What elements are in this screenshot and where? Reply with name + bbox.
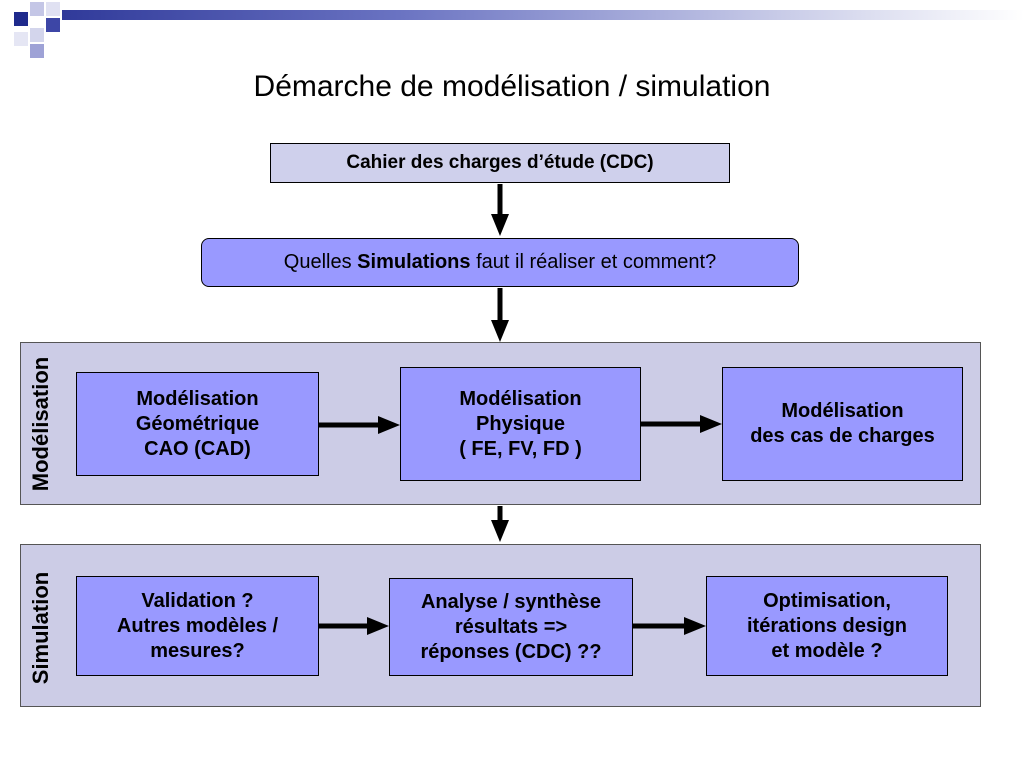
decor-square [14,32,28,46]
question-text: Quelles Simulations faut il réaliser et … [284,250,716,275]
question-suffix: faut il réaliser et comment? [470,251,717,273]
box-line: Physique [476,412,565,435]
arrow-modelisation-to-simulation [491,506,509,542]
question-bold: Simulations [357,251,471,273]
decor-square [46,18,60,32]
box-line: réponses (CDC) ?? [420,640,602,663]
decor-square [46,2,60,16]
box-line: des cas de charges [750,425,935,447]
box-line: Modélisation [136,387,259,410]
slide-title: Démarche de modélisation / simulation [253,70,771,103]
question-prefix: Quelles [283,251,358,273]
box-line: Géométrique [135,412,260,435]
box-line: CAO (CAD) [144,437,251,460]
box-line: Validation ? [141,589,254,612]
box-line: itérations design [746,614,908,637]
box-line: Autres modèles / [116,614,279,637]
decor-square [14,12,28,26]
box-line: Modélisation [459,387,582,410]
box-line: Analyse / synthèse [420,590,602,613]
simulation-section-label: Simulation [28,571,53,685]
box-line: Modélisation [781,400,904,422]
arrow-cdc-to-question [491,184,509,236]
header-gradient-bar [62,10,1024,20]
cdc-box: Cahier des charges d’étude (CDC) [270,143,730,183]
modelisation-section-label: Modélisation [28,356,53,492]
geometric-modeling-box: Modélisation Géométrique CAO (CAD) [76,372,319,476]
cdc-label: Cahier des charges d’étude (CDC) [346,152,654,174]
box-line: ( FE, FV, FD ) [459,437,582,460]
physical-modeling-box: Modélisation Physique ( FE, FV, FD ) [400,367,641,481]
load-cases-modeling-box: Modélisation des cas de charges [722,367,963,481]
optimization-box: Optimisation, itérations design et modèl… [706,576,948,676]
question-box: Quelles Simulations faut il réaliser et … [201,238,799,287]
decor-square [30,28,44,42]
arrow-question-to-modelisation [491,288,509,342]
decor-square [30,44,44,58]
box-line: et modèle ? [771,639,883,662]
analysis-box: Analyse / synthèse résultats => réponses… [389,578,633,676]
box-line: mesures? [150,639,245,662]
validation-box: Validation ? Autres modèles / mesures? [76,576,319,676]
box-line: résultats => [454,615,568,638]
decor-square [30,2,44,16]
box-line: Optimisation, [763,589,891,612]
